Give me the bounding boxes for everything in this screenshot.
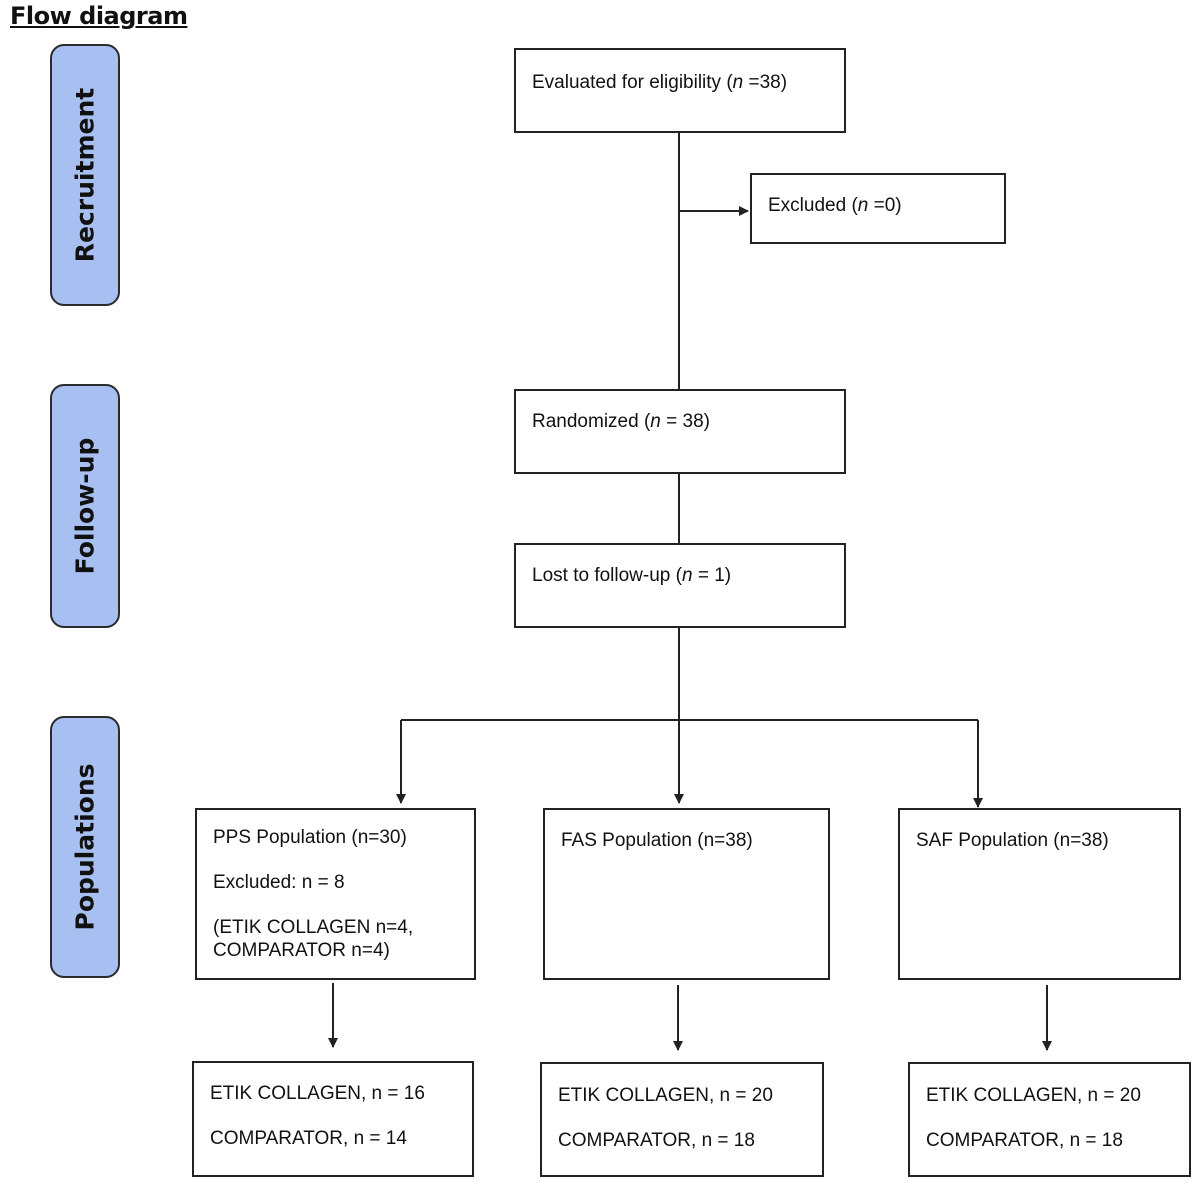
- lost-text-post: = 1): [692, 565, 732, 586]
- randomized-text-post: = 38): [660, 411, 710, 432]
- pps-excluded: Excluded: n = 8: [213, 872, 345, 893]
- excluded-box: Excluded (n =0): [750, 173, 1006, 244]
- excluded-text-pre: Excluded (: [768, 195, 858, 216]
- excluded-text: Excluded (n =0): [768, 195, 902, 217]
- lost-text-n: n: [681, 565, 693, 586]
- randomized-text: Randomized (n = 38): [532, 411, 710, 433]
- lost-text-pre: Lost to follow-up (: [532, 565, 682, 586]
- lost-text: Lost to follow-up (n = 1): [532, 565, 731, 587]
- saf-result-etik: ETIK COLLAGEN, n = 20: [926, 1085, 1141, 1106]
- fas-population-box: FAS Population (n=38): [543, 808, 830, 980]
- randomized-text-pre: Randomized (: [532, 411, 651, 432]
- pps-result-box: ETIK COLLAGEN, n = 16 COMPARATOR, n = 14: [192, 1061, 474, 1177]
- pps-population-box: PPS Population (n=30) Excluded: n = 8 (E…: [195, 808, 476, 980]
- pps-detail-2: COMPARATOR n=4): [213, 940, 390, 961]
- fas-result-comparator: COMPARATOR, n = 18: [558, 1130, 755, 1151]
- saf-result-box: ETIK COLLAGEN, n = 20 COMPARATOR, n = 18: [908, 1062, 1191, 1177]
- pps-result-etik: ETIK COLLAGEN, n = 16: [210, 1083, 425, 1104]
- stage-recruitment: Recruitment: [50, 44, 120, 306]
- excluded-text-n: n: [857, 195, 869, 216]
- excluded-text-post: =0): [868, 195, 902, 216]
- diagram-title: Flow diagram: [10, 2, 188, 30]
- pps-result-comparator: COMPARATOR, n = 14: [210, 1128, 407, 1149]
- randomized-box: Randomized (n = 38): [514, 389, 846, 474]
- evaluated-text-pre: Evaluated for eligibility (: [532, 72, 733, 93]
- lost-box: Lost to follow-up (n = 1): [514, 543, 846, 628]
- saf-result-comparator: COMPARATOR, n = 18: [926, 1130, 1123, 1151]
- evaluated-text-n: n: [732, 72, 744, 93]
- evaluated-text-post: =38): [743, 72, 788, 93]
- saf-population-box: SAF Population (n=38): [898, 808, 1181, 980]
- saf-title: SAF Population (n=38): [916, 830, 1109, 851]
- pps-title: PPS Population (n=30): [213, 827, 407, 848]
- randomized-text-n: n: [650, 411, 661, 432]
- fas-title: FAS Population (n=38): [561, 830, 753, 851]
- stage-populations: Populations: [50, 716, 120, 978]
- evaluated-text: Evaluated for eligibility (n =38): [532, 72, 787, 94]
- stage-followup: Follow-up: [50, 384, 120, 628]
- fas-result-box: ETIK COLLAGEN, n = 20 COMPARATOR, n = 18: [540, 1062, 824, 1177]
- evaluated-box: Evaluated for eligibility (n =38): [514, 48, 846, 133]
- pps-detail-1: (ETIK COLLAGEN n=4,: [213, 917, 414, 938]
- fas-result-etik: ETIK COLLAGEN, n = 20: [558, 1085, 773, 1106]
